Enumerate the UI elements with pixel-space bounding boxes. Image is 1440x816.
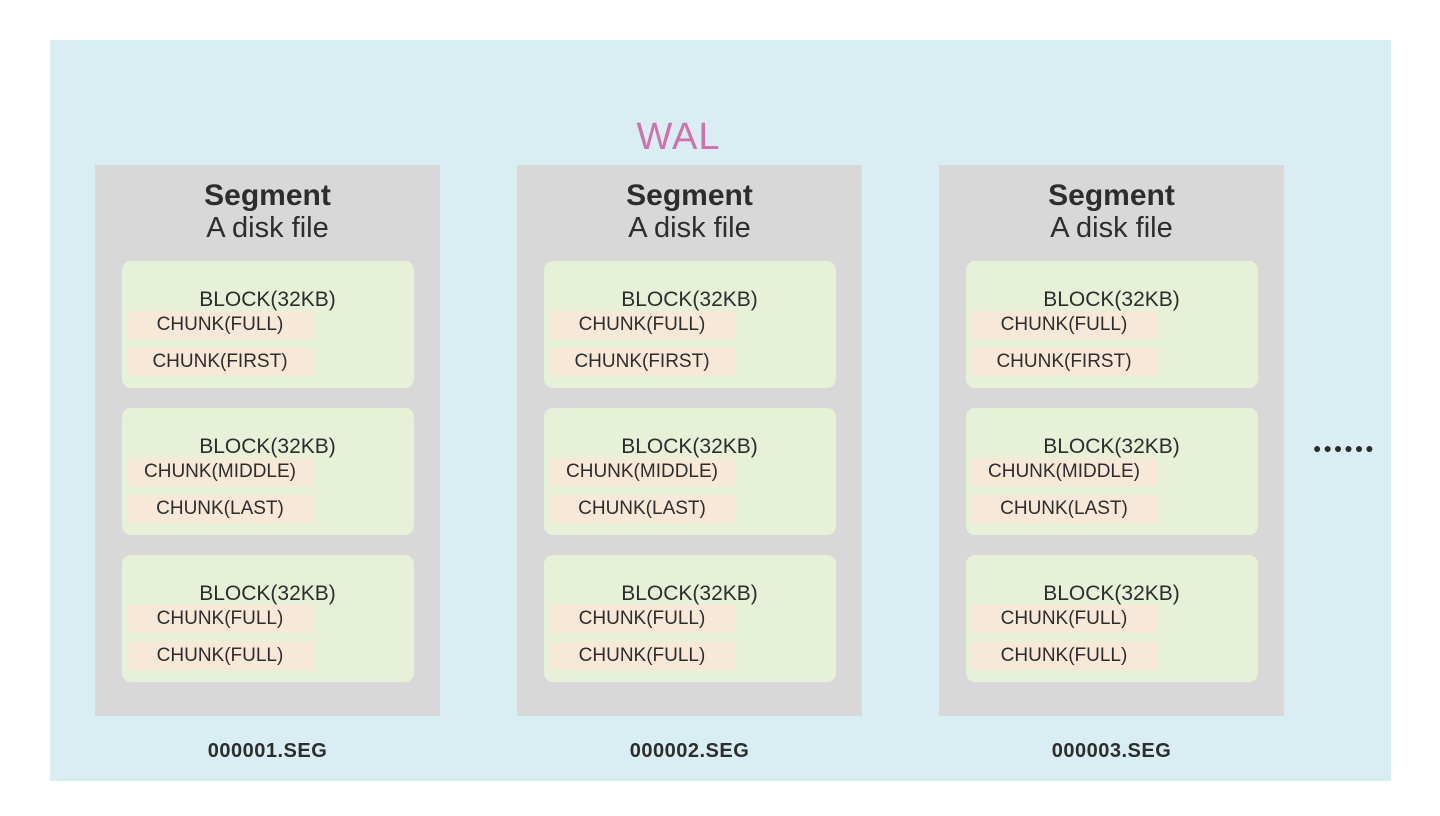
segment-subtitle: A disk file [1050, 212, 1173, 244]
chunk-bar: CHUNK(FULL) [127, 311, 313, 339]
block: BLOCK(32KB) CHUNK(MIDDLE) CHUNK(LAST) [543, 408, 836, 535]
block-label: BLOCK(32KB) [199, 435, 336, 458]
chunk-bar: CHUNK(MIDDLE) [549, 458, 735, 486]
segment-filename: 000001.SEG [207, 740, 328, 762]
more-segments-ellipsis-icon: ●●●●●● [1313, 440, 1376, 456]
segment-title: Segment [1048, 179, 1175, 212]
segment-title: Segment [626, 179, 753, 212]
block-label: BLOCK(32KB) [1043, 288, 1180, 311]
chunk-bar: CHUNK(FULL) [549, 642, 735, 670]
segment-subtitle: A disk file [628, 212, 751, 244]
wal-diagram-container: WAL Segment A disk file BLOCK(32KB) CHUN… [50, 40, 1391, 781]
chunk-bar: CHUNK(FULL) [549, 605, 735, 633]
chunk-bar: CHUNK(FIRST) [549, 348, 735, 376]
segment-column-1: Segment A disk file BLOCK(32KB) CHUNK(FU… [95, 165, 440, 763]
diagram-title: WAL [636, 116, 721, 158]
chunk-bar: CHUNK(FULL) [549, 311, 735, 339]
block: BLOCK(32KB) CHUNK(MIDDLE) CHUNK(LAST) [965, 408, 1258, 535]
block-label: BLOCK(32KB) [199, 288, 336, 311]
chunk-bar: CHUNK(LAST) [971, 495, 1157, 523]
block-label: BLOCK(32KB) [621, 288, 758, 311]
block-label: BLOCK(32KB) [199, 582, 336, 605]
block-label: BLOCK(32KB) [1043, 582, 1180, 605]
block: BLOCK(32KB) CHUNK(MIDDLE) CHUNK(LAST) [121, 408, 414, 535]
block: BLOCK(32KB) CHUNK(FULL) CHUNK(FIRST) [543, 261, 836, 388]
segment-filename: 000003.SEG [1051, 740, 1172, 762]
segment-filename: 000002.SEG [629, 740, 750, 762]
segment-column-3: Segment A disk file BLOCK(32KB) CHUNK(FU… [939, 165, 1284, 763]
chunk-bar: CHUNK(FULL) [127, 605, 313, 633]
chunk-bar: CHUNK(LAST) [549, 495, 735, 523]
segment-column-2: Segment A disk file BLOCK(32KB) CHUNK(FU… [517, 165, 862, 763]
segment-subtitle: A disk file [206, 212, 329, 244]
block: BLOCK(32KB) CHUNK(FULL) CHUNK(FULL) [543, 555, 836, 682]
block: BLOCK(32KB) CHUNK(FULL) CHUNK(FIRST) [965, 261, 1258, 388]
chunk-bar: CHUNK(FULL) [971, 605, 1157, 633]
block: BLOCK(32KB) CHUNK(FULL) CHUNK(FIRST) [121, 261, 414, 388]
block-label: BLOCK(32KB) [621, 435, 758, 458]
block-label: BLOCK(32KB) [1043, 435, 1180, 458]
chunk-bar: CHUNK(FIRST) [127, 348, 313, 376]
chunk-bar: CHUNK(FIRST) [971, 348, 1157, 376]
chunk-bar: CHUNK(FULL) [971, 311, 1157, 339]
block-label: BLOCK(32KB) [621, 582, 758, 605]
segment-box-1: Segment A disk file BLOCK(32KB) CHUNK(FU… [95, 165, 440, 716]
segment-box-3: Segment A disk file BLOCK(32KB) CHUNK(FU… [939, 165, 1284, 716]
segment-box-2: Segment A disk file BLOCK(32KB) CHUNK(FU… [517, 165, 862, 716]
chunk-bar: CHUNK(LAST) [127, 495, 313, 523]
chunk-bar: CHUNK(MIDDLE) [971, 458, 1157, 486]
chunk-bar: CHUNK(FULL) [127, 642, 313, 670]
block: BLOCK(32KB) CHUNK(FULL) CHUNK(FULL) [121, 555, 414, 682]
segment-title: Segment [204, 179, 331, 212]
block: BLOCK(32KB) CHUNK(FULL) CHUNK(FULL) [965, 555, 1258, 682]
chunk-bar: CHUNK(FULL) [971, 642, 1157, 670]
chunk-bar: CHUNK(MIDDLE) [127, 458, 313, 486]
